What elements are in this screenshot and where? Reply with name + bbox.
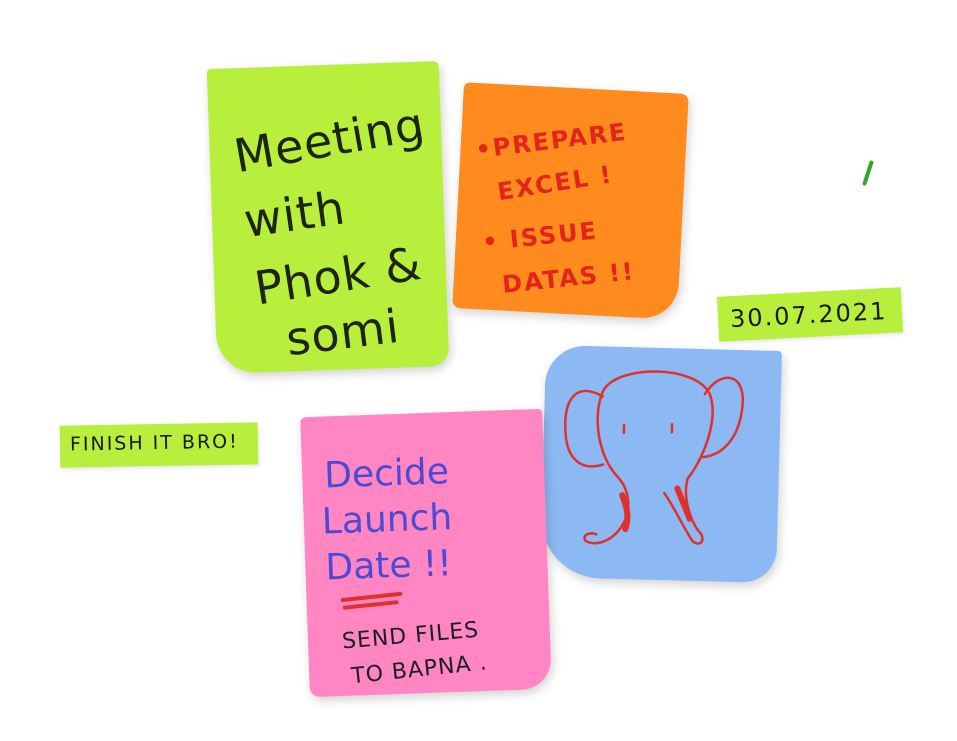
note-title-line: Date !! — [324, 543, 453, 589]
sticky-note-blue[interactable] — [540, 344, 782, 584]
note-text-line: TO BAPNA . — [350, 650, 489, 690]
note-title-line: Decide — [323, 451, 450, 497]
reminder-strip[interactable]: FINISH IT BRO! — [59, 422, 259, 468]
sticky-note-pink[interactable]: Decide Launch Date !! SEND FILES TO BAPN… — [300, 408, 552, 698]
note-text-line: with — [240, 180, 349, 248]
note-text-line: SEND FILES — [341, 617, 481, 655]
note-text-line: •PREPARE — [473, 117, 629, 165]
date-strip[interactable]: 30.07.2021 — [716, 287, 904, 342]
note-title-line: Launch — [321, 497, 453, 543]
underline-mark — [342, 600, 399, 610]
note-text-line: Phok & — [250, 235, 426, 316]
note-text-line: Meeting — [230, 96, 429, 184]
note-text-line: EXCEL ! — [495, 160, 616, 207]
note-text-line: somi — [283, 298, 403, 367]
note-text-line: • ISSUE — [480, 216, 600, 257]
pen-stroke-mark — [862, 160, 874, 186]
elephant-drawing-icon — [564, 370, 744, 545]
note-text-line: DATAS !! — [500, 257, 637, 299]
reminder-text: FINISH IT BRO! — [69, 430, 239, 456]
date-text: 30.07.2021 — [729, 296, 889, 334]
sticky-note-green[interactable]: Meeting with Phok & somi — [206, 61, 450, 374]
sticky-note-orange[interactable]: •PREPARE EXCEL ! • ISSUE DATAS !! — [452, 82, 689, 320]
